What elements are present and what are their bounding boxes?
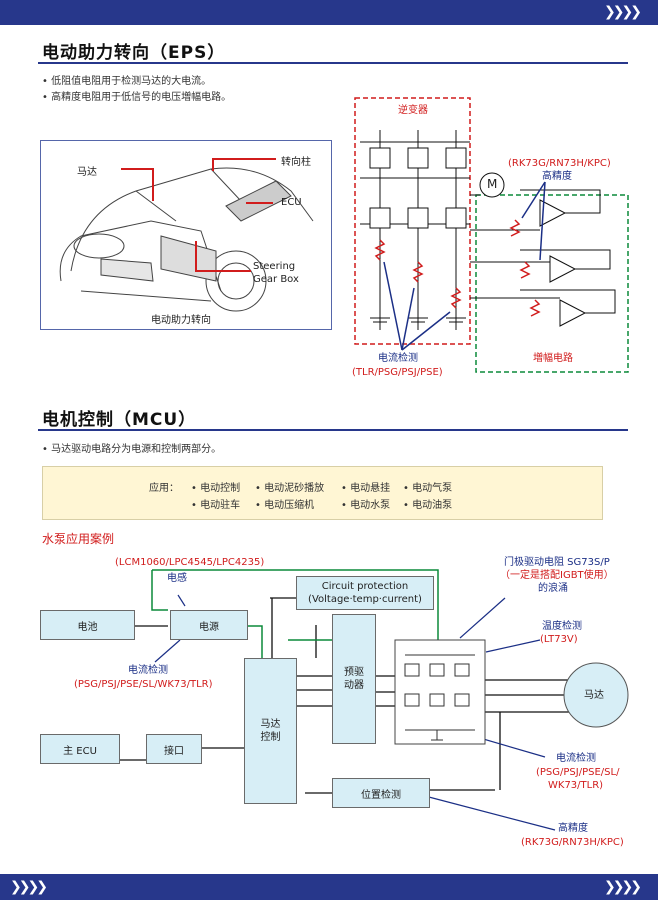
bottom-banner: ❯❯❯❯ ❯❯❯❯ xyxy=(0,874,658,900)
motor-control-text: 马达 xyxy=(260,719,281,730)
predriver-text: 动器 xyxy=(344,680,364,691)
temp-detect-parts: (LT73V) xyxy=(540,634,578,645)
chevron-icon: ❯❯❯❯ xyxy=(604,879,642,895)
application-item: • 电动悬挂 xyxy=(341,483,391,494)
car-label-gearbox: Gear Box xyxy=(253,274,299,285)
eps-bullet: 低阻值电阻用于检测马达的大电流。 xyxy=(42,72,211,87)
position-detect-block: 位置检测 xyxy=(332,778,430,808)
car-drawing xyxy=(59,158,314,312)
current-detect-left-label: 电流检测 xyxy=(128,665,168,676)
car-label-motor: 马达 xyxy=(77,167,97,178)
amp-circuit-label: 増幅电路 xyxy=(533,353,573,364)
application-item: • 电动控制 xyxy=(191,483,241,494)
mcu-rule xyxy=(38,429,628,431)
car-illustration-box: 马达 转向柱 ECU Steering Gear Box 电动助力转向 xyxy=(40,140,332,330)
application-item: • 电动气泵 xyxy=(403,483,453,494)
current-detect-label: 电流检测 xyxy=(378,353,418,364)
power-block: 电源 xyxy=(170,610,248,640)
current-detect-right-parts: WK73/TLR) xyxy=(548,780,604,791)
chevron-icon: ❯❯❯❯ xyxy=(10,879,48,895)
predriver-block: 预驱 动器 xyxy=(332,614,376,744)
chevron-icon: ❯❯❯❯ xyxy=(604,4,642,20)
main-ecu-block: 主 ECU xyxy=(40,734,120,764)
predriver-text: 预驱 xyxy=(344,667,364,678)
application-item: • 电动压缩机 xyxy=(255,500,315,511)
inverter-label: 逆变器 xyxy=(398,105,428,116)
eps-bullet: 高精度电阻用于低信号的电压増幅电路。 xyxy=(42,88,231,103)
circuit-protection-text: (Voltage·temp·current) xyxy=(308,594,422,605)
case-title: 水泵应用案例 xyxy=(42,532,115,546)
temp-detect-label: 温度检测 xyxy=(542,621,582,632)
gate-resistor-label: 门极驱动电阻 SG73S/P xyxy=(504,557,610,568)
precision-label: 高精度 xyxy=(542,171,572,182)
motor-control-block: 马达 控制 xyxy=(244,658,297,804)
car-label-steering-column: 转向柱 xyxy=(281,157,311,168)
eps-title: 电动助力转向（EPS） xyxy=(42,43,226,63)
lcm-parts-label: (LCM1060/LPC4545/LPC4235) xyxy=(115,557,265,568)
applications-box: 应用： • 电动控制 • 电动泥砂播放 • 电动悬挂 • 电动气泵 • 电动驻车… xyxy=(42,466,603,520)
car-caption: 电动助力转向 xyxy=(151,315,211,326)
current-detect-left-parts: (PSG/PSJ/PSE/SL/WK73/TLR) xyxy=(74,679,213,690)
car-label-ecu: ECU xyxy=(281,197,302,208)
precision-lower-parts: (RK73G/RN73H/KPC) xyxy=(521,837,624,848)
precision-lower-label: 高精度 xyxy=(558,823,588,834)
top-banner: ❯❯❯❯ xyxy=(0,0,658,25)
application-item: • 电动油泵 xyxy=(403,500,453,511)
application-item: • 电动泥砂播放 xyxy=(255,483,325,494)
precision-parts-label: (RK73G/RN73H/KPC) xyxy=(508,158,611,169)
application-item: • 电动驻车 xyxy=(191,500,241,511)
gate-resistor-tail: 的浪涌 xyxy=(538,583,568,594)
interface-block: 接口 xyxy=(146,734,202,764)
applications-label: 应用： xyxy=(149,483,179,494)
current-detect-right-label: 电流检测 xyxy=(556,753,596,764)
battery-block: 电池 xyxy=(40,610,135,640)
mcu-title: 电机控制（MCU） xyxy=(42,410,197,430)
gate-resistor-note: （一定是搭配IGBT使用） xyxy=(500,570,614,581)
car-label-gearbox: Steering xyxy=(253,261,296,272)
application-item: • 电动水泵 xyxy=(341,500,391,511)
fuse-label: 电感 xyxy=(167,573,187,584)
current-detect-right-parts: (PSG/PSJ/PSE/SL/ xyxy=(536,767,620,778)
motor-label: 马达 xyxy=(584,690,604,701)
circuit-protection-block: Circuit protection (Voltage·temp·current… xyxy=(296,576,434,610)
mcu-bullet: 马达驱动电路分为电源和控制两部分。 xyxy=(42,440,221,455)
circuit-protection-text: Circuit protection xyxy=(321,581,409,592)
current-detect-parts-label: (TLR/PSG/PSJ/PSE) xyxy=(352,367,443,378)
motor-symbol-label: M xyxy=(487,177,498,191)
eps-rule xyxy=(38,62,628,64)
motor-control-text: 控制 xyxy=(260,732,281,743)
